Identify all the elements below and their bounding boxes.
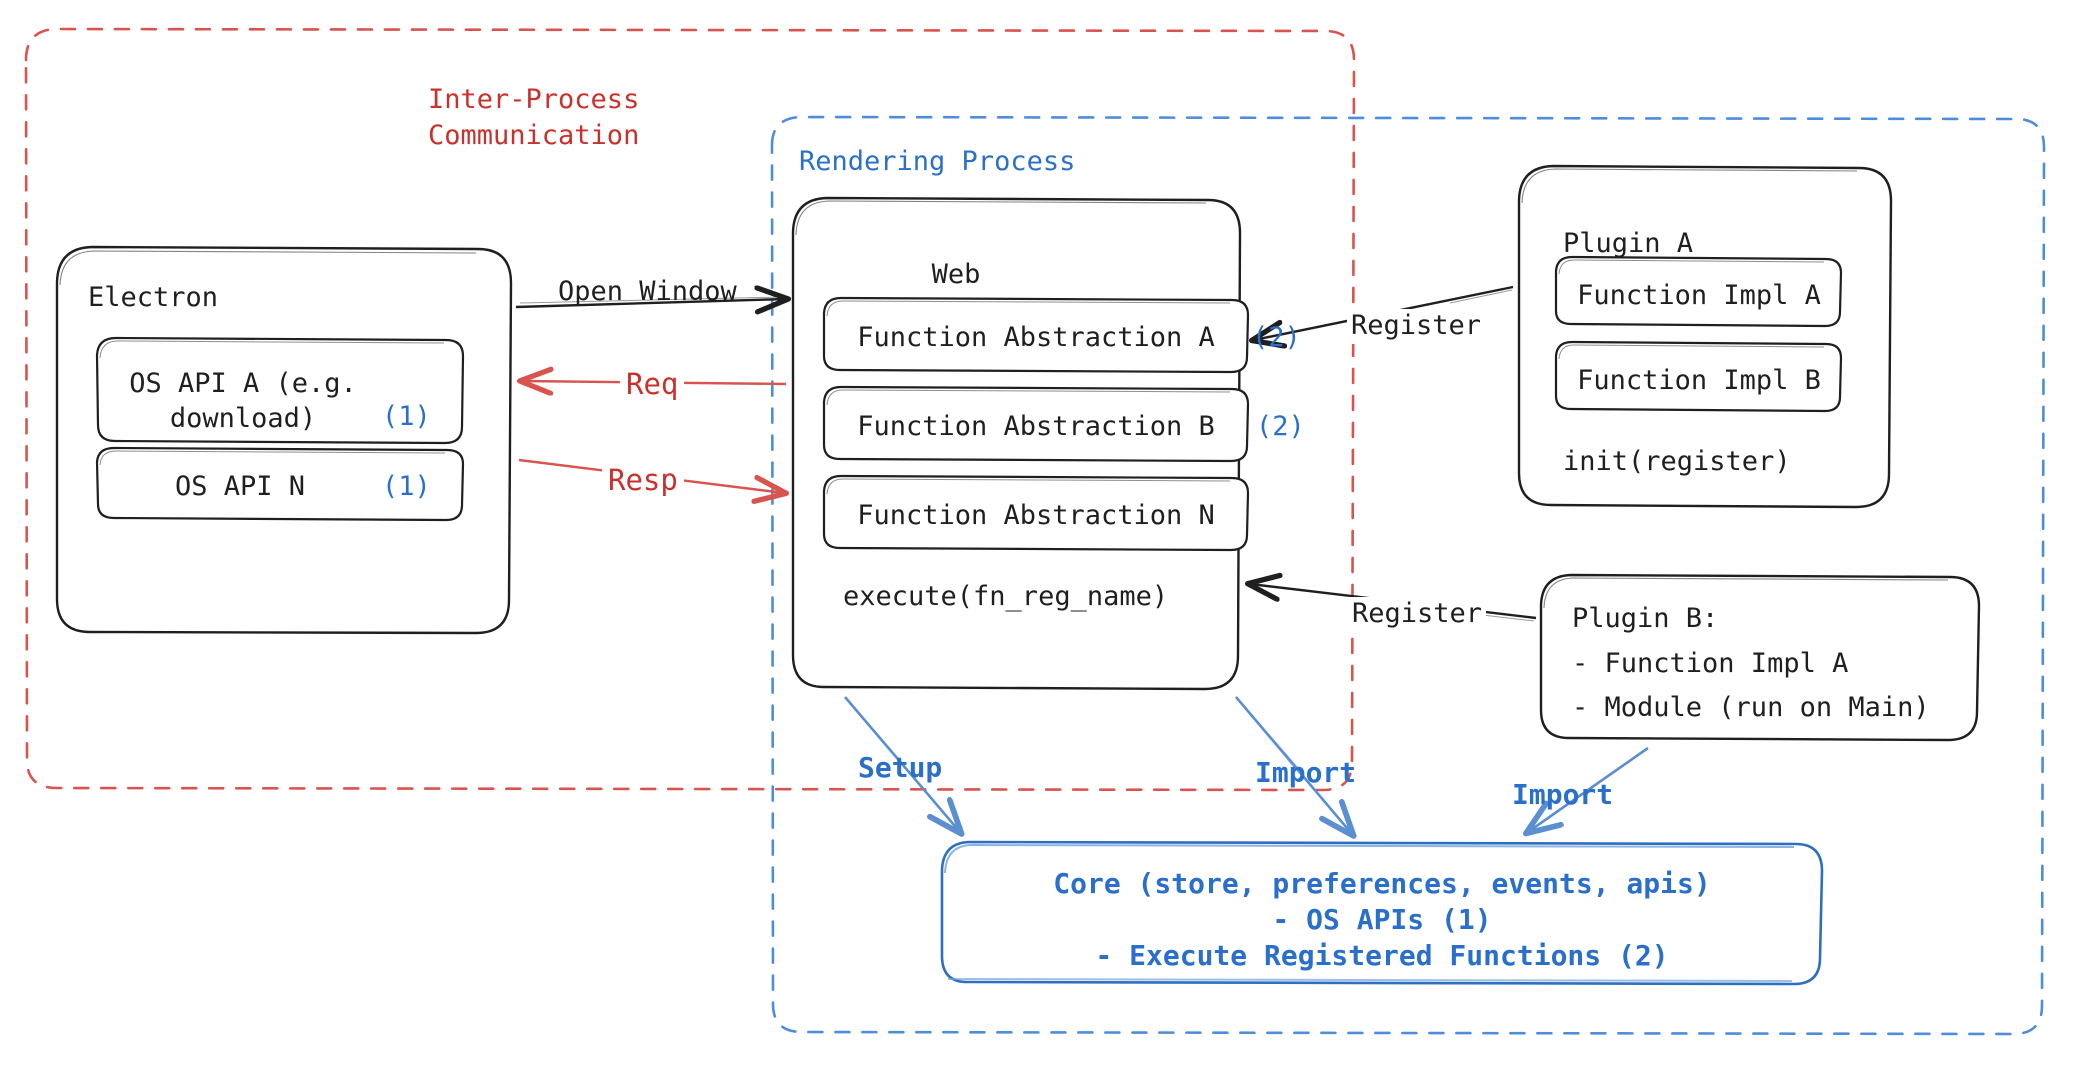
edge-setup [844, 696, 960, 832]
edge-import-plugin-b [1528, 746, 1649, 832]
box-line-plugin-b-module: - Module (run on Main) [1572, 692, 1930, 723]
region-label-rendering-process: Rendering Process [799, 146, 1076, 177]
edge-import-web [1235, 696, 1352, 834]
box-plugin-a [1517, 164, 1893, 509]
region-rendering-process [770, 115, 2046, 1036]
box-line-plugin-b-title: Plugin B: [1572, 603, 1719, 634]
item-label-function-abstraction-b: Function Abstraction B [857, 411, 1215, 442]
box-title-electron: Electron [88, 282, 219, 313]
item-badge-function-abstraction-b: (2) [1256, 411, 1305, 442]
item-badge-os-api-a: (1) [382, 401, 431, 432]
edge-label-register-plugin-a: Register [1347, 309, 1486, 344]
box-web [791, 196, 1250, 691]
edge-open-window [515, 297, 786, 307]
edge-label-open-window: Open Window [558, 276, 737, 307]
item-os-api-a [95, 336, 465, 445]
box-title-web: Web [931, 259, 981, 290]
region-label-ipc: Inter-Process Communication [428, 84, 640, 151]
box-line-core-os-apis: - OS APIs (1) [1272, 903, 1492, 936]
item-function-impl-b [1554, 340, 1843, 413]
item-label-function-impl-b: Function Impl B [1577, 365, 1821, 396]
item-label-function-abstraction-n: Function Abstraction N [857, 500, 1215, 531]
item-badge-os-api-n: (1) [382, 471, 431, 502]
box-footer-web: execute(fn_reg_name) [843, 581, 1169, 612]
box-plugin-b [1539, 573, 1981, 742]
edge-label-import-web: Import [1255, 756, 1357, 789]
box-line-core-execute: - Execute Registered Functions (2) [1095, 939, 1669, 972]
item-label-function-impl-a: Function Impl A [1577, 280, 1821, 311]
box-title-plugin-a: Plugin A [1563, 228, 1694, 259]
edge-label-setup: Setup [858, 751, 943, 784]
item-badge-function-abstraction-a: (2) [1252, 322, 1301, 353]
item-label-os-api-n: OS API N [174, 471, 306, 502]
item-os-api-n [95, 446, 465, 522]
edge-label-req: Req [620, 366, 685, 404]
item-function-abstraction-b [822, 385, 1250, 463]
box-line-core-title: Core (store, preferences, events, apis) [1053, 867, 1711, 900]
box-electron [55, 245, 513, 635]
edge-label-resp: Resp [602, 462, 684, 500]
box-line-plugin-b-function-impl-a: - Function Impl A [1572, 648, 1849, 679]
box-footer-plugin-a: init(register) [1563, 446, 1791, 477]
item-label-os-api-a: OS API A (e.g. download) [129, 368, 357, 435]
region-inter-process-communication [24, 27, 1356, 792]
edge-label-register-plugin-b: Register [1348, 597, 1487, 632]
edge-label-import-plugin-b: Import [1512, 778, 1614, 811]
box-core [940, 840, 1824, 986]
item-function-impl-a [1554, 255, 1843, 328]
item-function-abstraction-n [822, 474, 1250, 552]
item-function-abstraction-a [822, 296, 1250, 374]
item-label-function-abstraction-a: Function Abstraction A [857, 322, 1215, 353]
